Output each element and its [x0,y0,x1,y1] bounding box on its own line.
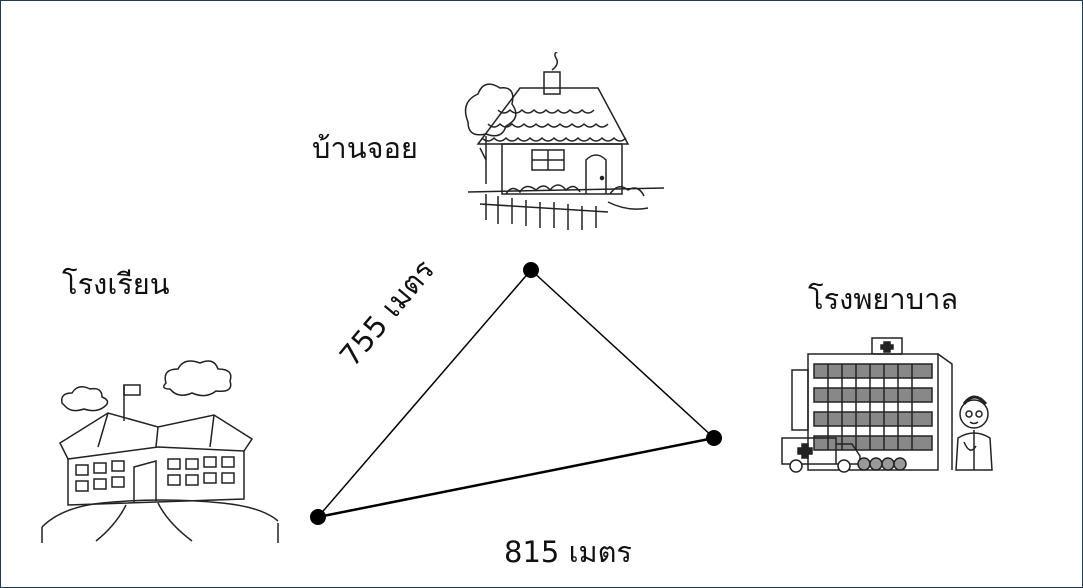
hospital-label: โรงพยาบาล [808,282,959,316]
distance-school-hospital-label: 815 เมตร [504,535,633,569]
point-hospital [706,430,722,446]
home-label: บ้านจอย [312,131,418,165]
house-picture [464,52,665,230]
edge-home-school [317,269,532,518]
edge-home-hospital [530,269,715,439]
hospital-picture [781,337,993,473]
point-school [310,509,326,525]
school-picture [41,360,279,543]
school-label: โรงเรียน [62,267,170,301]
point-home [523,262,539,278]
edge-school-hospital [317,436,715,519]
